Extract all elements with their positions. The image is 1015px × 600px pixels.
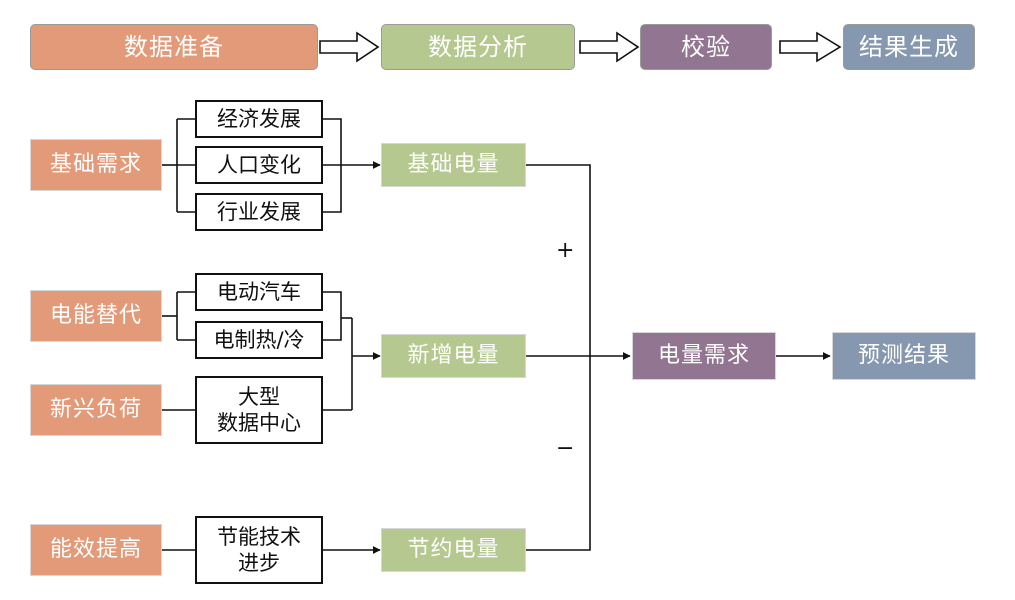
factor-label-line1: 大型 (238, 384, 280, 409)
stage-label: 预测结果 (857, 343, 950, 369)
stage-saved-power: 节约电量 (381, 528, 526, 572)
factor-label-line1: 节能技术 (217, 524, 301, 549)
factor-electric-vehicles: 电动汽车 (195, 273, 323, 311)
factor-economic-development: 经济发展 (195, 100, 323, 138)
factor-label: 人口变化 (217, 152, 301, 177)
phase-verification: 校验 (640, 24, 772, 70)
factor-industry-development: 行业发展 (195, 193, 323, 231)
driver-emerging-load: 新兴负荷 (30, 384, 162, 436)
factor-label: 经济发展 (217, 106, 301, 131)
driver-efficiency-gain: 能效提高 (30, 524, 162, 576)
factor-label-line2: 进步 (238, 551, 280, 575)
driver-electric-substitution: 电能替代 (30, 290, 162, 342)
minus-sign: − (556, 436, 575, 461)
stage-forecast-result: 预测结果 (832, 332, 976, 380)
phase-result-generation: 结果生成 (843, 24, 975, 70)
phase-data-preparation: 数据准备 (30, 24, 318, 70)
factor-label: 电动汽车 (217, 279, 301, 304)
stage-label: 基础电量 (407, 152, 500, 178)
hollow-arrow-3 (779, 31, 842, 63)
driver-base-demand: 基础需求 (30, 139, 162, 191)
stage-label: 电量需求 (657, 343, 750, 369)
factor-label: 电制热/冷 (213, 327, 305, 352)
driver-label: 能效提高 (49, 537, 142, 563)
factor-label: 行业发展 (217, 199, 301, 224)
phase-label: 结果生成 (859, 33, 959, 61)
factor-population-change: 人口变化 (195, 146, 323, 184)
driver-label: 基础需求 (49, 152, 142, 178)
factor-large-data-center: 大型 数据中心 (195, 376, 323, 444)
phase-label: 数据分析 (428, 33, 528, 61)
factor-electric-heating-cooling: 电制热/冷 (195, 321, 323, 359)
phase-label: 数据准备 (124, 33, 224, 61)
stage-label: 节约电量 (407, 537, 500, 563)
stage-new-power: 新增电量 (381, 334, 526, 378)
phase-label: 校验 (681, 33, 731, 61)
driver-label: 电能替代 (49, 303, 142, 329)
factor-energy-saving-tech: 节能技术 进步 (195, 516, 323, 584)
plus-sign: + (556, 238, 575, 263)
hollow-arrow-1 (319, 31, 380, 63)
hollow-arrow-2 (579, 31, 640, 63)
driver-label: 新兴负荷 (49, 397, 142, 423)
stage-base-power: 基础电量 (381, 143, 526, 187)
factor-label-line2: 数据中心 (217, 411, 301, 435)
stage-label: 新增电量 (407, 343, 500, 369)
phase-data-analysis: 数据分析 (381, 24, 575, 70)
stage-power-demand: 电量需求 (632, 332, 776, 380)
